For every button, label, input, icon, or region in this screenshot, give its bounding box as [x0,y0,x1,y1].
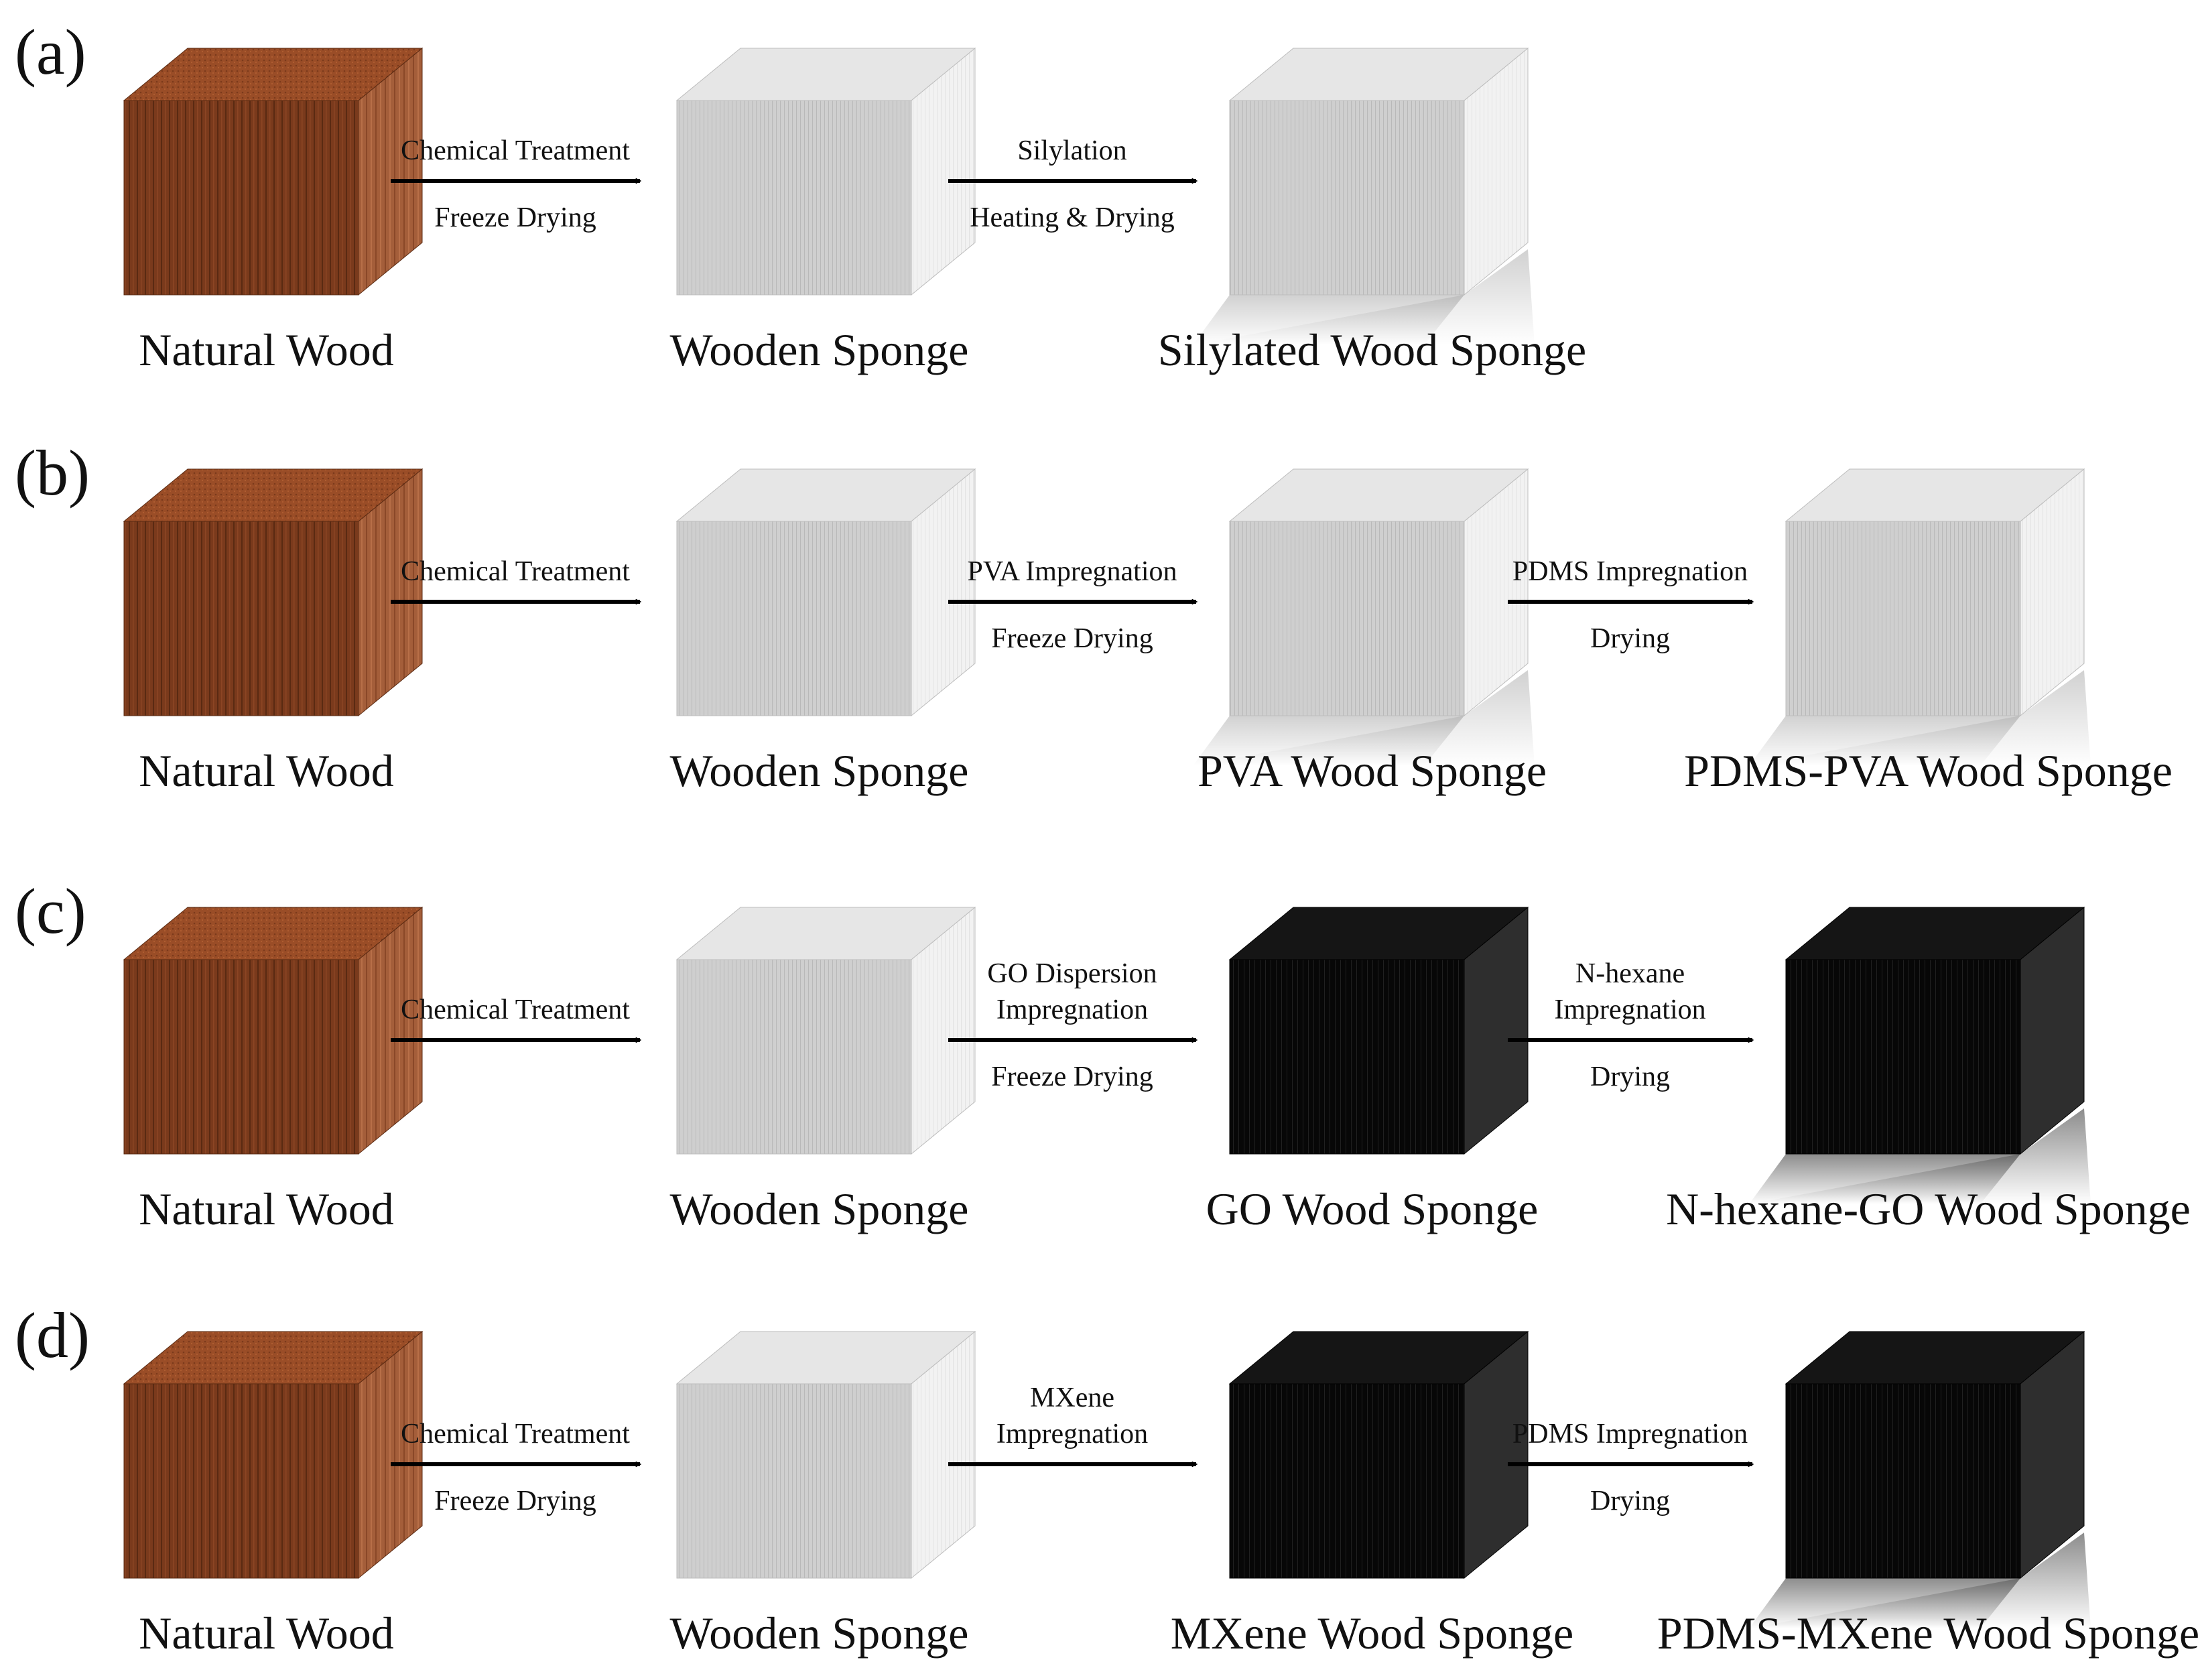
panel-a-1-cube [675,47,976,296]
cube-label: Wooden Sponge [670,1608,969,1659]
cube-label: GO Wood Sponge [1206,1183,1539,1234]
panel-c-2-cube-front [1229,959,1465,1155]
panel-c-3-cube [1749,906,2091,1204]
panel-b-3-cube [1749,468,2091,766]
step-label-top: Chemical Treatment [401,556,630,587]
panel-b-3-cube-shadow-front [1749,716,2020,766]
panel-b-0-cube-front [123,521,359,716]
cube-label: PDMS-MXene Wood Sponge [1657,1608,2198,1659]
panel-d-3-cube [1749,1330,2091,1628]
cube-label: Natural Wood [139,1608,393,1659]
panel-d-3-cube-shadow [1749,1533,2091,1628]
panel-d-1-cube [675,1330,976,1579]
panel-c-1-cube [675,906,976,1155]
panel-b-2-cube-shadow-front [1193,716,1464,766]
panel-a-0-cube-front [123,100,359,296]
panel-a: (a) Natural Wood Wooden Sponge Silylated Wo… [15,16,1586,375]
panel-a-1-cube-front [676,100,912,296]
panel-b-3-cube-shadow [1749,670,2091,766]
step-label-top: Chemical Treatment [401,994,630,1025]
panel-c-0-cube [123,906,424,1155]
panel-b-2-cube-front [1229,521,1465,716]
panel-label: (a) [15,16,86,88]
step-label-top: Impregnation [996,994,1148,1025]
panel-a-2-cube [1193,47,1535,345]
panel-c-3-cube-shadow [1749,1108,2091,1204]
step-label-bottom: Heating & Drying [970,202,1175,233]
panel-a-2-cube-shadow-front [1193,295,1464,345]
step-label-top: Silylation [1017,135,1126,166]
cube-label: Wooden Sponge [670,1183,969,1234]
panel-d-3-cube-front [1785,1383,2021,1579]
cube-label: Natural Wood [139,745,393,796]
cube-label: Natural Wood [139,1183,393,1234]
panel-d-2-cube-front [1229,1383,1465,1579]
panel-b-2-cube-shadow [1193,670,1535,766]
panel-b-3-cube-front [1785,521,2021,716]
panel-c-1-cube-front [676,959,912,1155]
panel-d-0-cube [123,1330,424,1579]
step-label-top: Impregnation [996,1419,1148,1449]
panel-a-2-cube-front [1229,100,1465,296]
panel-d: (d) Natural Wood Wooden Sponge MXene Wood S… [15,1299,2198,1659]
step-label-bottom: Freeze Drying [991,623,1153,654]
cube-label: Silylated Wood Sponge [1158,324,1586,375]
step-label-top: GO Dispersion [987,958,1157,989]
cube-label: N-hexane-GO Wood Sponge [1666,1183,2191,1234]
step-label-top: PDMS Impregnation [1512,556,1748,587]
panel-c-3-cube-shadow-front [1749,1154,2020,1204]
panel-d-1-cube-front [676,1383,912,1579]
panel-d-2-cube [1228,1330,1529,1579]
step-label-top: N-hexane [1575,958,1685,989]
panel-label: (d) [15,1299,90,1371]
panel-a-0-cube [123,47,424,296]
cube-label: Wooden Sponge [670,324,969,375]
panel-a-2-cube-shadow [1193,249,1535,345]
panel-d-3-cube-shadow-front [1749,1578,2020,1628]
step-label-bottom: Drying [1590,623,1670,654]
panel-b-1-cube-front [676,521,912,716]
step-label-bottom: Freeze Drying [434,202,596,233]
panel-c-3-cube-front [1785,959,2021,1155]
step-label-bottom: Drying [1590,1061,1670,1092]
step-label-top: Impregnation [1554,994,1705,1025]
cube-label: PDMS-PVA Wood Sponge [1684,745,2173,796]
panel-c-0-cube-front [123,959,359,1155]
panel-b: (b) Natural Wood Wooden Sponge PVA Wood Spo… [15,437,2173,796]
panel-label: (c) [15,875,86,947]
step-label-top: Chemical Treatment [401,1419,630,1449]
panel-b-2-cube [1193,468,1535,766]
panel-label: (b) [15,437,90,509]
step-label-top: MXene [1030,1382,1114,1413]
cube-label: Natural Wood [139,324,393,375]
step-label-top: PVA Impregnation [967,556,1177,587]
panel-d-0-cube-front [123,1383,359,1579]
cube-label: Wooden Sponge [670,745,969,796]
step-label-bottom: Freeze Drying [434,1486,596,1516]
panel-c: (c) Natural Wood Wooden Sponge GO Wood Spon… [15,875,2191,1234]
step-label-top: PDMS Impregnation [1512,1419,1748,1449]
step-label-bottom: Freeze Drying [991,1061,1153,1092]
cube-label: MXene Wood Sponge [1171,1608,1573,1659]
cube-label: PVA Wood Sponge [1198,745,1547,796]
step-label-top: Chemical Treatment [401,135,630,166]
panel-c-2-cube [1228,906,1529,1155]
step-label-bottom: Drying [1590,1486,1670,1516]
panel-b-0-cube [123,468,424,717]
panel-b-1-cube [675,468,976,717]
